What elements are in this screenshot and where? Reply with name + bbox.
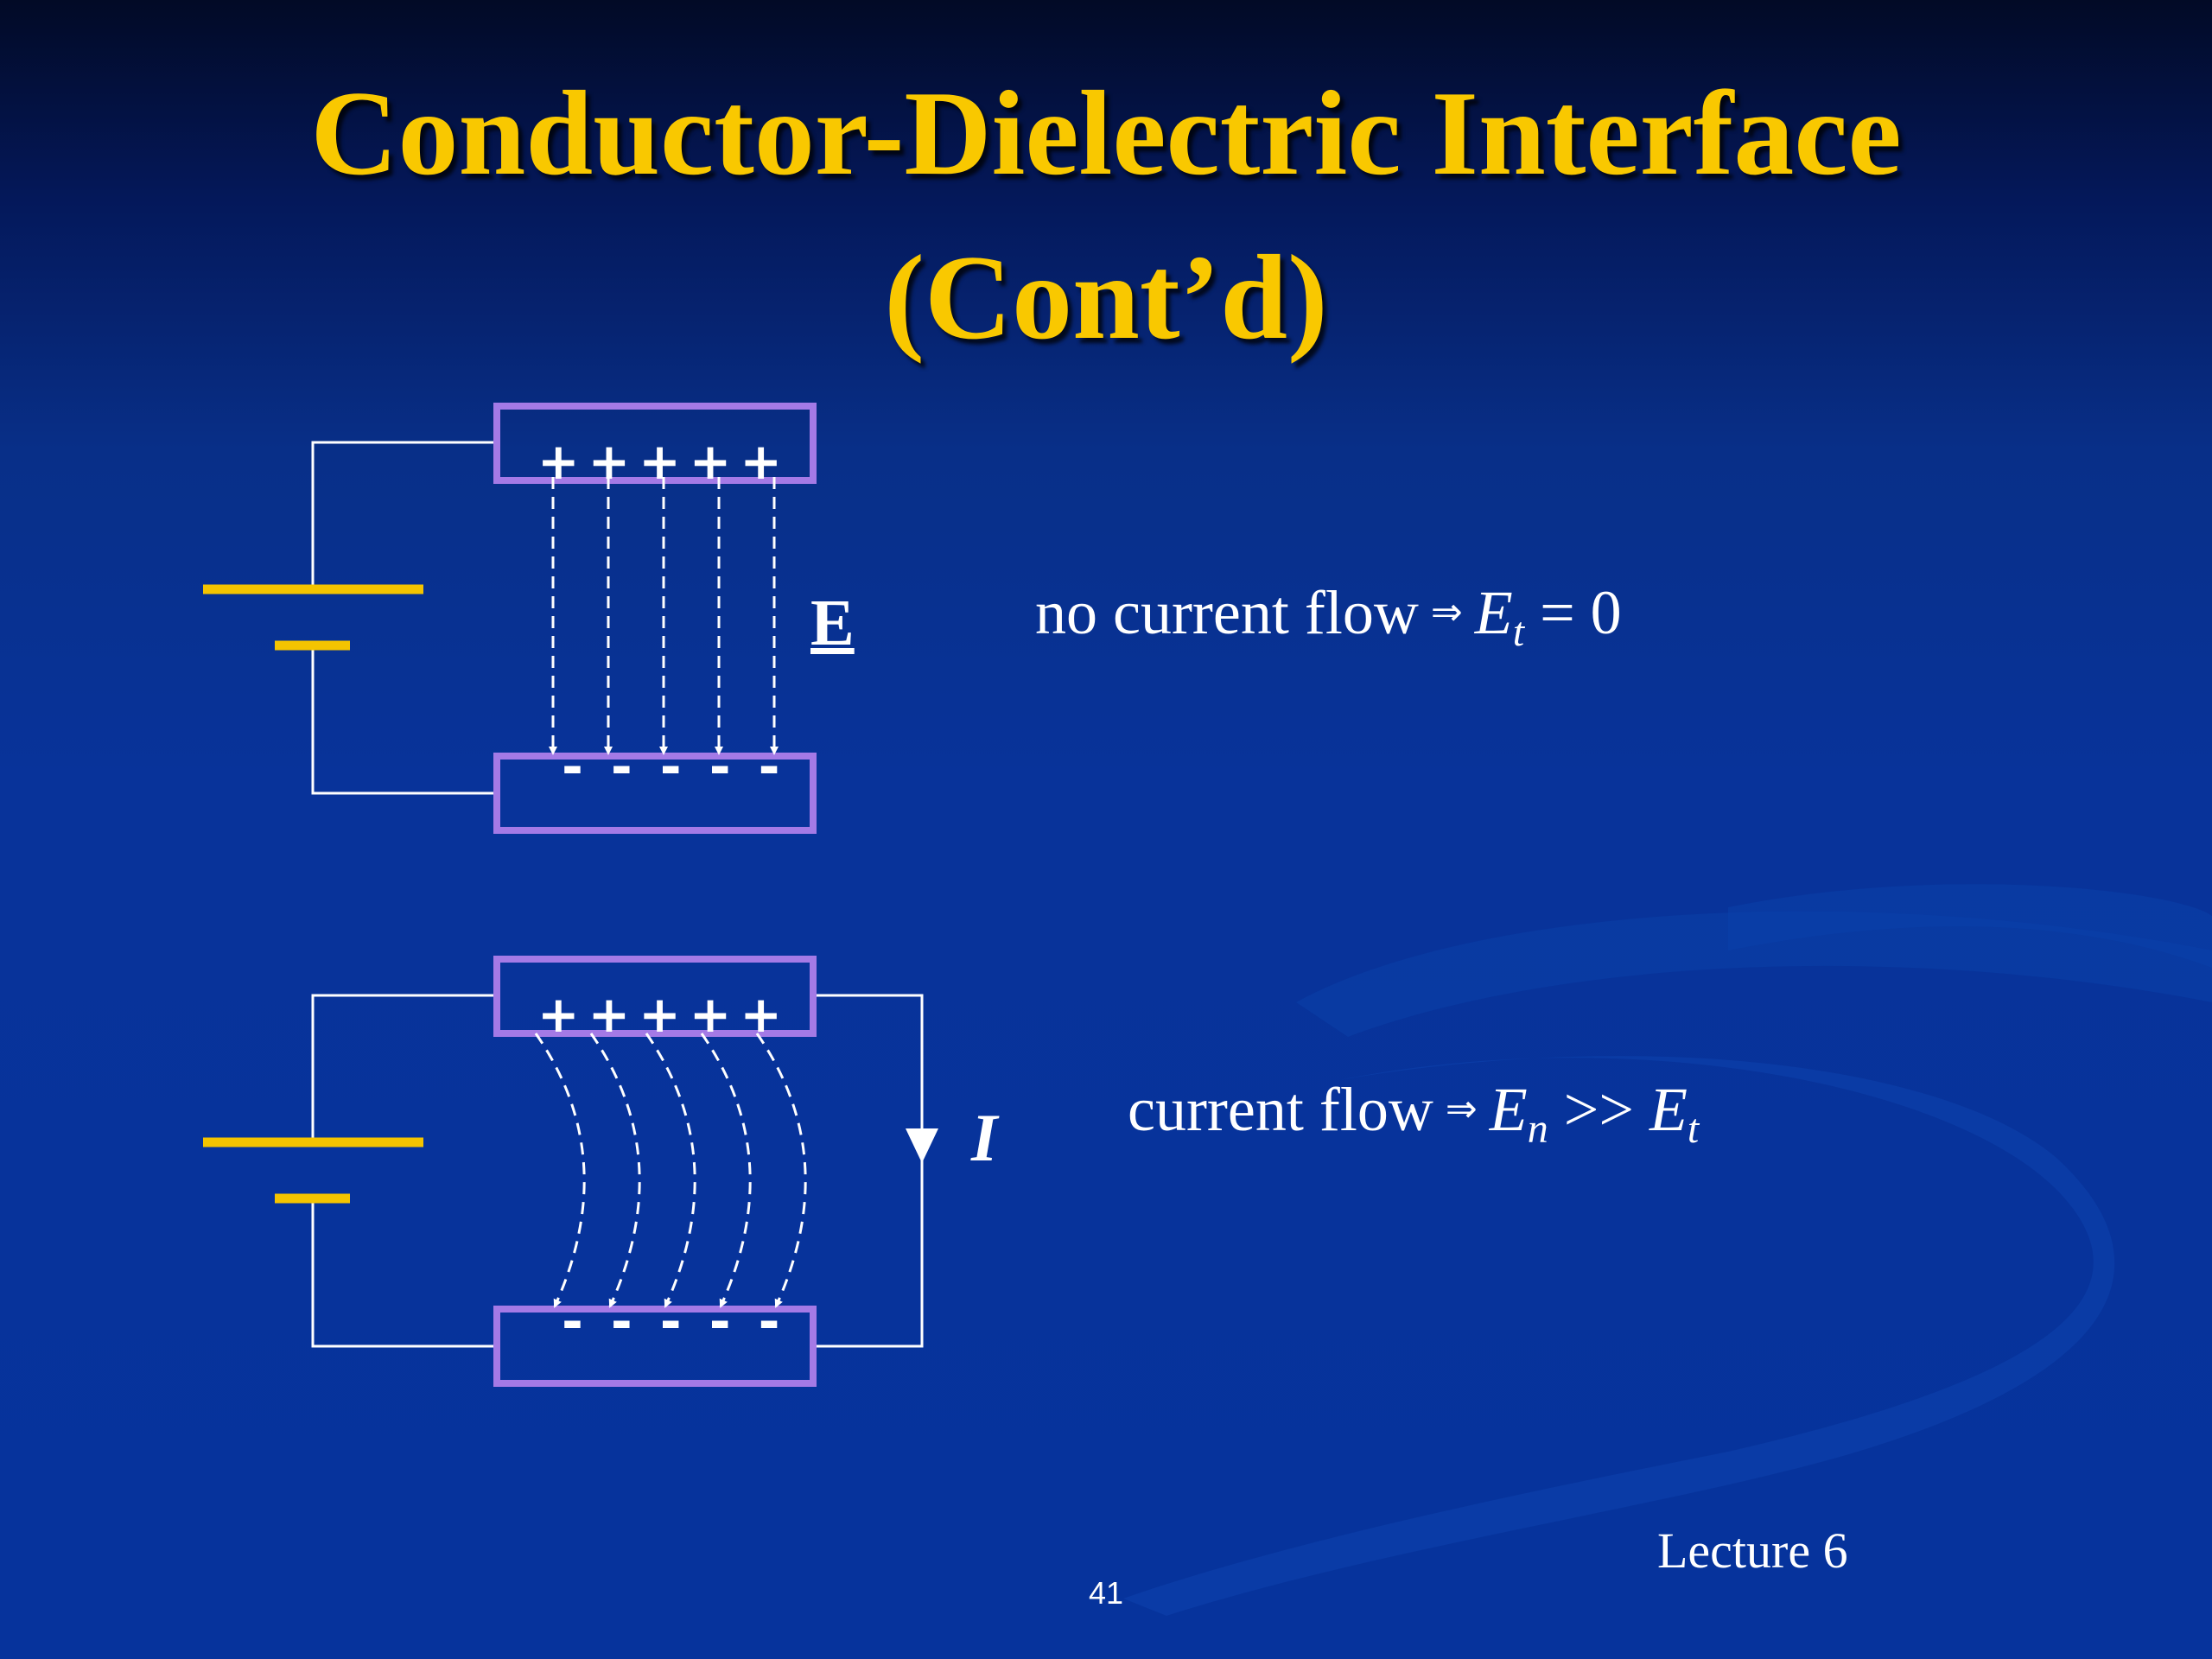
field-line xyxy=(700,1033,752,1308)
wire-bottom-upper xyxy=(311,994,497,1139)
wire-top-lower xyxy=(311,645,497,795)
conductor-plate-top-lower xyxy=(493,753,817,834)
wire-bottom-right xyxy=(813,994,924,1348)
footer-lecture-label: Lecture 6 xyxy=(1657,1522,1848,1579)
circuit-bottom xyxy=(203,956,938,1387)
field-line xyxy=(534,1033,586,1308)
equation-lhs: E xyxy=(1489,1075,1528,1144)
field-lines-curved xyxy=(534,1033,807,1308)
equation-text: current flow xyxy=(1128,1075,1433,1144)
wire-top-upper xyxy=(311,441,497,586)
negative-charges-top: ----- xyxy=(562,737,808,798)
field-label: E xyxy=(810,587,855,659)
field-line xyxy=(755,1033,807,1308)
equation-operator: >> xyxy=(1548,1075,1649,1144)
positive-charges-bottom: +++++ xyxy=(537,985,791,1044)
circuit-top xyxy=(203,403,817,834)
slide-title-line-2: (Cont’d) xyxy=(884,231,1328,365)
conductor-plate-top-upper xyxy=(493,403,817,484)
implies-icon: ⇒ xyxy=(1445,1087,1478,1131)
implies-icon: ⇒ xyxy=(1430,590,1463,634)
equation-rhs: E xyxy=(1649,1075,1688,1144)
field-line xyxy=(645,1033,696,1308)
page-number: 41 xyxy=(1088,1575,1124,1611)
slide-title-line-1: Conductor-Dielectric Interface xyxy=(310,67,1902,200)
equation-rhs: = 0 xyxy=(1524,578,1622,647)
positive-charges-top: +++++ xyxy=(537,432,791,491)
equation-lhs: E xyxy=(1474,578,1513,647)
equation-lhs-subscript: t xyxy=(1512,609,1525,655)
field-line xyxy=(589,1033,641,1308)
negative-charges-bottom: ----- xyxy=(562,1292,808,1352)
conductor-plate-bottom-upper xyxy=(493,956,817,1037)
equation-lhs-subscript: n xyxy=(1527,1106,1548,1152)
field-lines-straight xyxy=(549,477,779,755)
conductor-plate-bottom-lower xyxy=(493,1306,817,1387)
current-arrow xyxy=(906,1128,938,1163)
equation-current: current flow⇒En >> Et xyxy=(1128,1071,1699,1168)
equation-rhs-subscript: t xyxy=(1687,1106,1700,1152)
current-label: I xyxy=(971,1100,998,1175)
equation-no-current: no current flow⇒Et = 0 xyxy=(1035,574,1622,671)
equation-text: no current flow xyxy=(1035,578,1419,647)
wire-bottom-lower xyxy=(311,1198,497,1348)
